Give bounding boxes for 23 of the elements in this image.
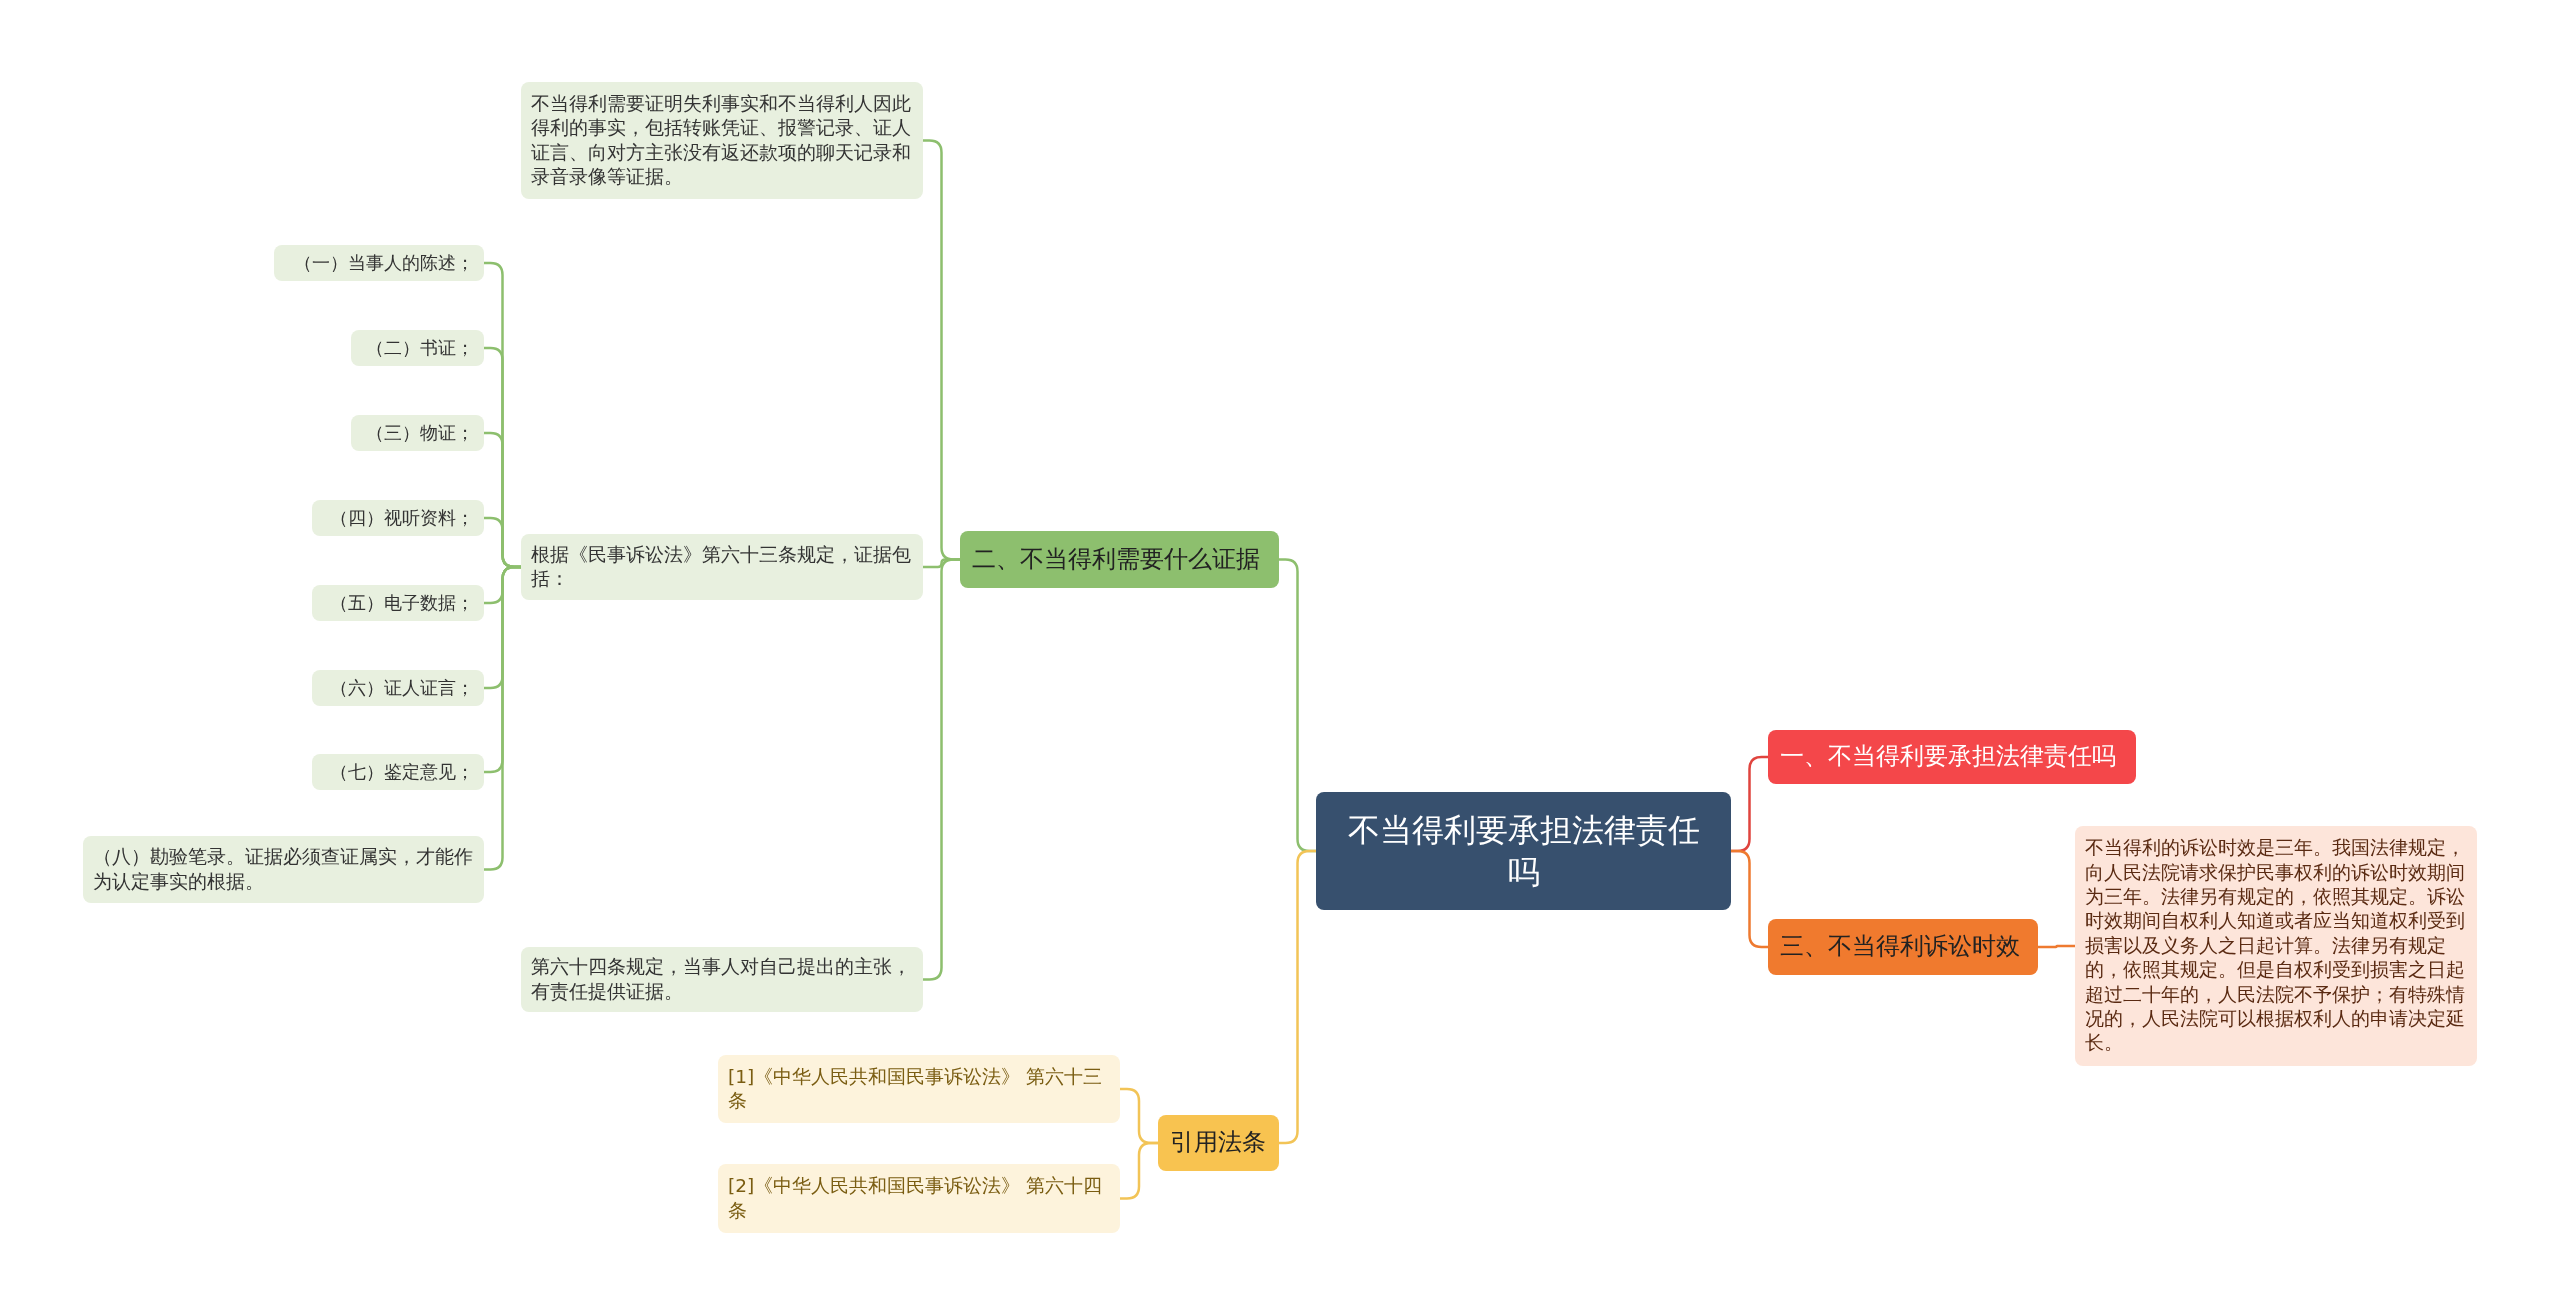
text-card: [2]《中华人民共和国民事诉讼法》 第六十四条: [718, 1164, 1120, 1233]
branch-topic: 一、不当得利要承担法律责任吗: [1768, 730, 2136, 784]
branch-topic: 二、不当得利需要什么证据: [960, 531, 1279, 588]
text-card: [1]《中华人民共和国民事诉讼法》 第六十三条: [718, 1055, 1120, 1123]
connector-line: [484, 565, 521, 871]
connector-line: [923, 558, 960, 981]
text-card: 第六十四条规定，当事人对自己提出的主张，有责任提供证据。: [521, 947, 923, 1012]
text-card: （一）当事人的陈述；: [274, 245, 484, 281]
central-topic: 不当得利要承担法律责任吗: [1316, 792, 1731, 910]
text-card: （七）鉴定意见；: [312, 754, 484, 790]
text-card: （八）勘验笔录。证据必须查证属实，才能作为认定事实的根据。: [83, 836, 484, 903]
text-card: （四）视听资料；: [312, 500, 484, 536]
text-card: （二）书证；: [351, 330, 484, 366]
text-card: 不当得利的诉讼时效是三年。我国法律规定，向人民法院请求保护民事权利的诉讼时效期间为三年。法律另有规定的，依照其规定。诉讼时效期间自权利人知道或者应当知道权利受到损害以及义务人之日起计算。法律另有规定的，依照其规定。但是自权利受到损害之日起超过二十年的，人民法院不予保护；有特殊情况的，人民法院可以根据权利人的申请决定延长。: [2075, 826, 2477, 1066]
branch-topic: 三、不当得利诉讼时效: [1768, 919, 2038, 975]
text-card: （五）电子数据；: [312, 585, 484, 621]
connector-line: [2038, 944, 2075, 949]
text-card: （三）物证；: [351, 415, 484, 451]
branch-topic: 引用法条: [1158, 1115, 1279, 1171]
text-card: （六）证人证言；: [312, 670, 484, 706]
connector-line: [1279, 849, 1316, 1145]
text-card: 根据《民事诉讼法》第六十三条规定，证据包括：: [521, 534, 923, 600]
text-card: 不当得利需要证明失利事实和不当得利人因此得利的事实，包括转账凭证、报警记录、证人证言、向对方主张没有返还款项的聊天记录和录音录像等证据。: [521, 82, 923, 199]
